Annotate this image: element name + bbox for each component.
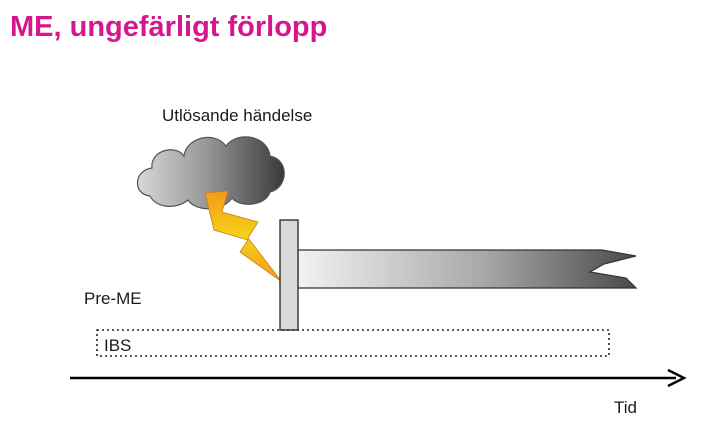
time-axis-arrowhead [667, 368, 687, 388]
ibs-box [96, 329, 610, 357]
trigger-label: Utlösande händelse [162, 106, 313, 125]
pre-me-label: Pre-ME [84, 289, 142, 308]
onset-post [279, 219, 299, 331]
lightning-icon [204, 190, 283, 283]
cloud-icon [136, 136, 285, 210]
time-label: Tid [614, 398, 637, 417]
progression-bar [297, 249, 638, 289]
slide-title: ME, ungefärligt förlopp [10, 11, 328, 43]
ibs-label: IBS [104, 336, 132, 355]
